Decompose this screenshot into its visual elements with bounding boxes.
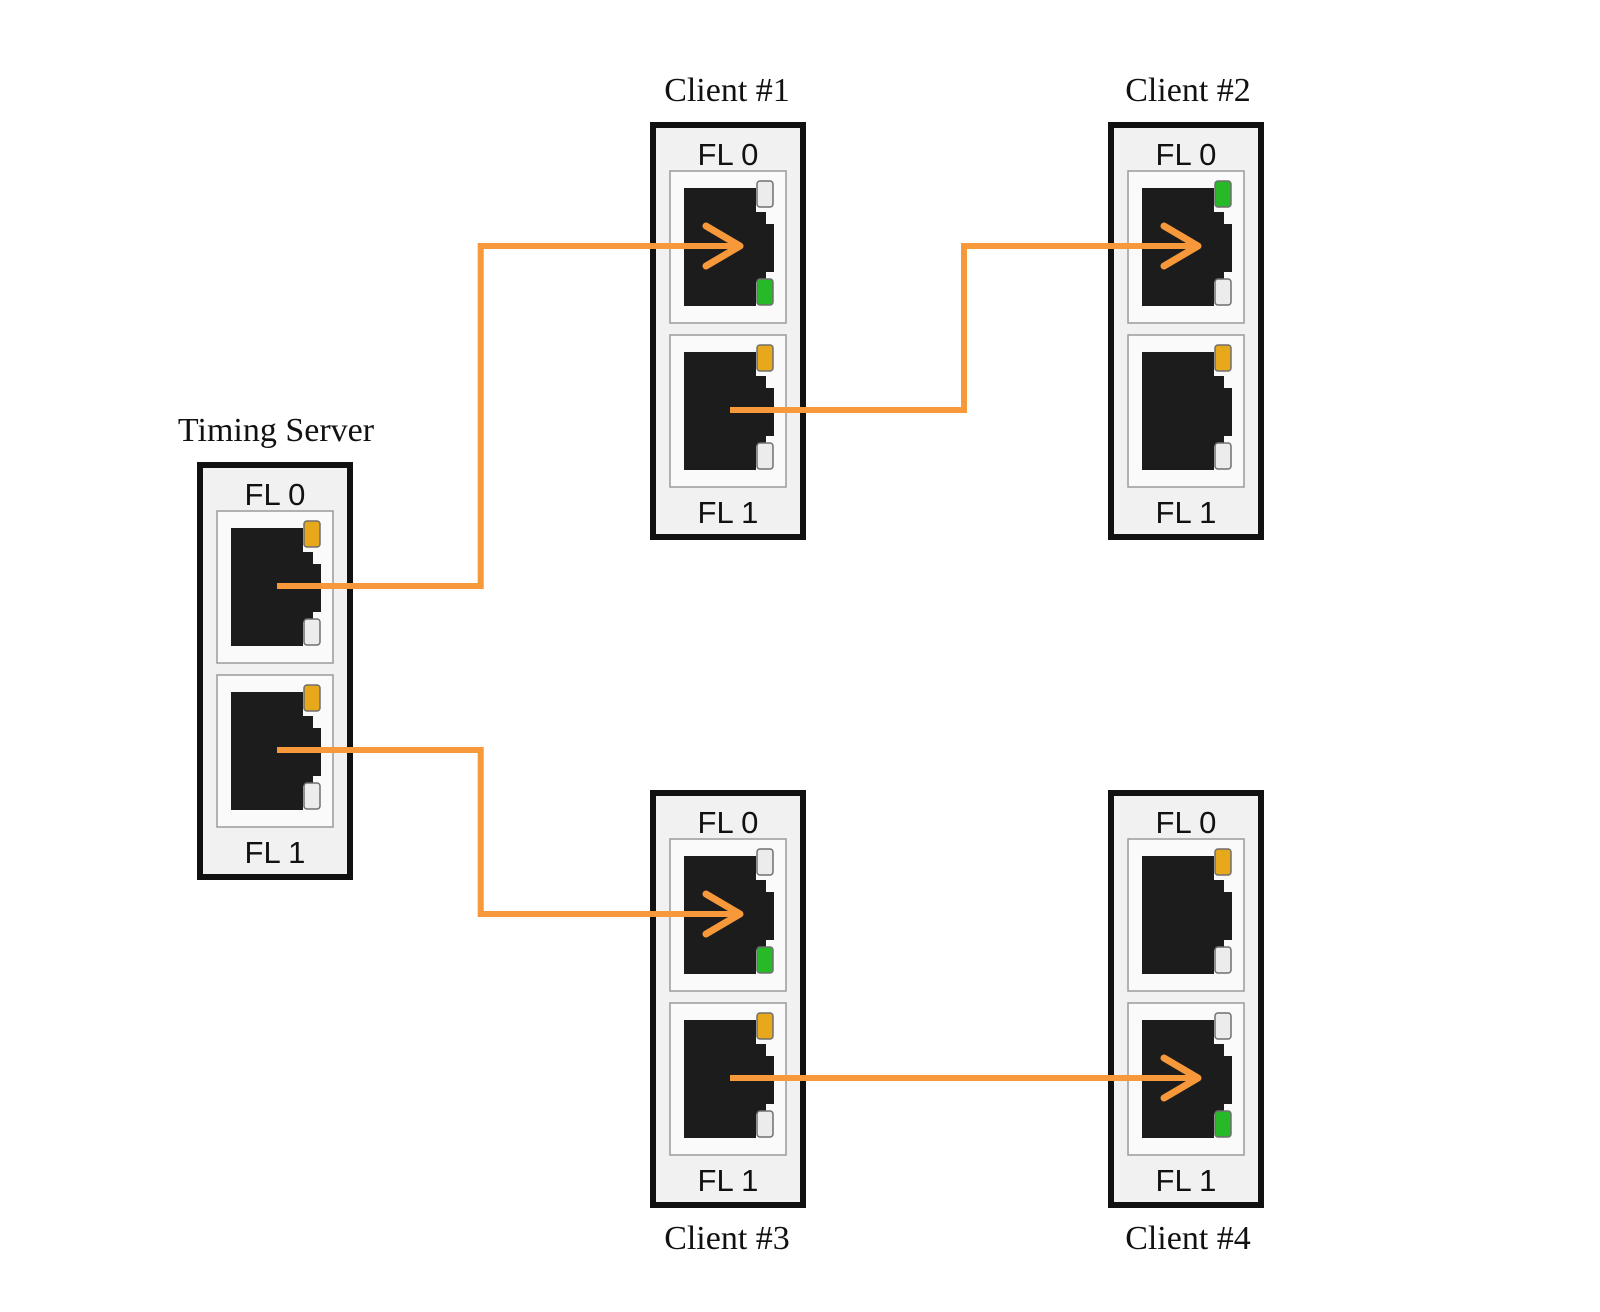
- status-led-off: [303, 618, 321, 646]
- status-led-off: [756, 1110, 774, 1138]
- port-label-bottom: FL 1: [698, 1163, 759, 1198]
- port-label-top: FL 0: [698, 137, 759, 172]
- rj45-jack-icon: [684, 1020, 774, 1138]
- ethernet-port[interactable]: [669, 334, 787, 488]
- status-led-amber: [1214, 344, 1232, 372]
- rj45-jack-icon: [231, 528, 321, 646]
- cables-layer: [277, 222, 1202, 1102]
- port-label-top: FL 0: [1156, 137, 1217, 172]
- device-server: Timing Server FL 0 FL 1: [178, 412, 375, 880]
- device-title: Client #4: [1125, 1220, 1251, 1257]
- device-client4: Client #4 FL 0 FL 1: [1108, 790, 1264, 1257]
- status-led-amber: [756, 1012, 774, 1040]
- rj45-jack-icon: [684, 352, 774, 470]
- arrowhead-icon: [702, 890, 744, 938]
- rj45-jack-icon: [1142, 352, 1232, 470]
- status-led-amber: [303, 684, 321, 712]
- arrowhead-icon: [702, 222, 744, 270]
- cable-line: [730, 243, 1198, 413]
- cable-link: [277, 222, 744, 589]
- status-led-green: [756, 946, 774, 974]
- status-led-amber: [303, 520, 321, 548]
- rj45-jack-icon: [1142, 856, 1232, 974]
- status-led-green: [1214, 1110, 1232, 1138]
- status-led-off: [756, 180, 774, 208]
- status-led-green: [756, 278, 774, 306]
- device-title: Timing Server: [178, 412, 375, 449]
- status-led-off: [756, 848, 774, 876]
- status-led-amber: [1214, 848, 1232, 876]
- cable-link: [277, 747, 744, 938]
- arrowhead-icon: [1160, 1054, 1202, 1102]
- status-led-off: [756, 442, 774, 470]
- port-label-top: FL 0: [698, 805, 759, 840]
- device-client3: Client #3 FL 0 FL 1: [650, 790, 806, 1257]
- status-led-green: [1214, 180, 1232, 208]
- device-title: Client #1: [664, 72, 790, 109]
- cable-line: [277, 243, 740, 589]
- status-led-off: [1214, 1012, 1232, 1040]
- ethernet-port[interactable]: [1127, 334, 1245, 488]
- port-label-bottom: FL 1: [1156, 1163, 1217, 1198]
- port-label-bottom: FL 1: [1156, 495, 1217, 530]
- ethernet-port[interactable]: [216, 674, 334, 828]
- status-led-off: [1214, 946, 1232, 974]
- cable-link: [730, 222, 1202, 413]
- port-label-top: FL 0: [1156, 805, 1217, 840]
- ethernet-port[interactable]: [1127, 838, 1245, 992]
- device-title: Client #2: [1125, 72, 1251, 109]
- ethernet-port[interactable]: [1127, 170, 1245, 324]
- ethernet-port[interactable]: [216, 510, 334, 664]
- status-led-off: [1214, 442, 1232, 470]
- status-led-off: [303, 782, 321, 810]
- arrowhead-icon: [1160, 222, 1202, 270]
- device-client2: Client #2 FL 0 FL 1: [1108, 72, 1264, 540]
- port-label-top: FL 0: [245, 477, 306, 512]
- cable-line: [277, 747, 740, 917]
- rj45-jack-icon: [231, 692, 321, 810]
- status-led-off: [1214, 278, 1232, 306]
- device-client1: Client #1 FL 0 FL 1: [650, 72, 806, 540]
- device-title: Client #3: [664, 1220, 790, 1257]
- port-label-bottom: FL 1: [698, 495, 759, 530]
- cable-link: [730, 1054, 1202, 1102]
- port-label-bottom: FL 1: [245, 835, 306, 870]
- status-led-amber: [756, 344, 774, 372]
